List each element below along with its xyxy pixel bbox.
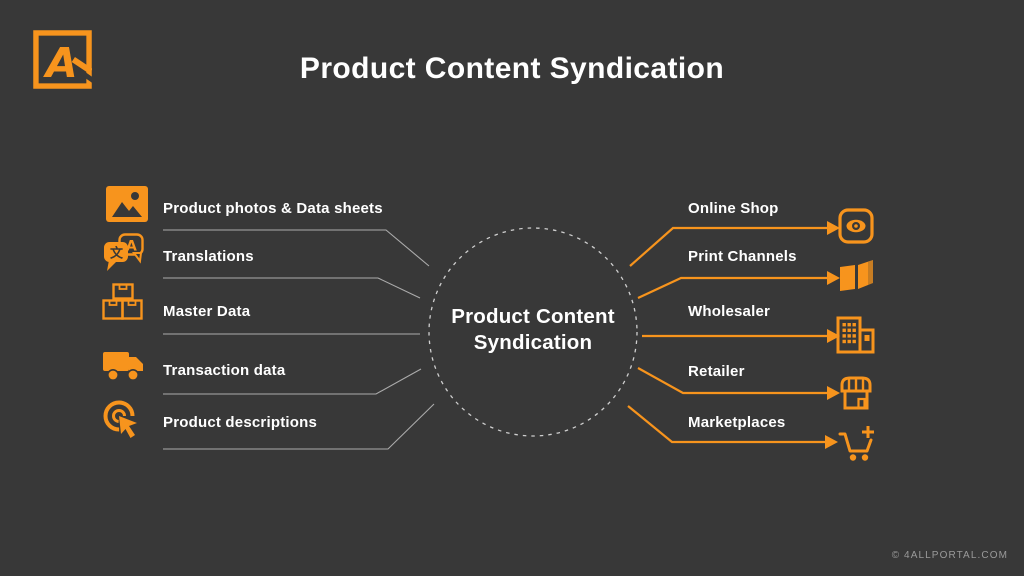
logo-a-icon: A [33,30,96,89]
arrowhead-print-channels [827,271,840,285]
delivery-truck-icon [102,347,146,388]
translation-bubbles-icon: A 文 [103,233,145,278]
click-cursor-icon [102,399,144,446]
hub-label: Product Content Syndication [423,304,643,356]
svg-text:A: A [126,239,137,255]
arrow-retailer [637,367,828,395]
retailer-storefront-icon [838,374,874,417]
arrowhead-online-shop [827,221,840,235]
wholesaler-building-icon [836,316,876,359]
channel-label-marketplaces: Marketplaces [688,414,786,431]
arrowhead-wholesaler [827,329,840,343]
channel-label-online-shop: Online Shop [688,200,779,217]
page-title: Product Content Syndication [299,52,725,85]
online-shop-eye-icon [838,208,874,249]
cart-plus-icon [838,424,876,469]
logo-4allportal: A [33,30,96,89]
packages-boxes-icon [102,283,144,326]
arrow-marketplaces [627,405,826,444]
hub-dashed-circle [428,227,638,437]
svg-text:A: A [43,39,78,87]
source-label-transaction-data: Transaction data [163,362,286,379]
print-book-icon [838,259,876,298]
channel-label-print-channels: Print Channels [688,248,797,265]
arrow-online-shop [629,226,828,267]
line-product-photos [163,229,430,267]
source-label-translations: Translations [163,248,254,265]
line-transaction-data [163,368,422,395]
hub-label-line2: Syndication [473,331,593,354]
channel-label-retailer: Retailer [688,363,745,380]
hub-label-line1: Product Content [451,305,615,328]
arrowhead-retailer [827,386,840,400]
line-product-descriptions [163,403,435,450]
source-label-master-data: Master Data [163,303,251,320]
source-label-product-descriptions: Product descriptions [163,414,318,431]
arrowhead-marketplaces [825,435,838,449]
svg-text:文: 文 [110,246,124,262]
photo-image-icon [105,185,149,228]
arrow-print-channels [637,276,828,299]
source-label-product-photos: Product photos & Data sheets [163,200,383,217]
channel-label-wholesaler: Wholesaler [688,303,771,320]
copyright-text: © 4ALLPORTAL.COM [891,550,1008,561]
line-translations [163,277,421,299]
